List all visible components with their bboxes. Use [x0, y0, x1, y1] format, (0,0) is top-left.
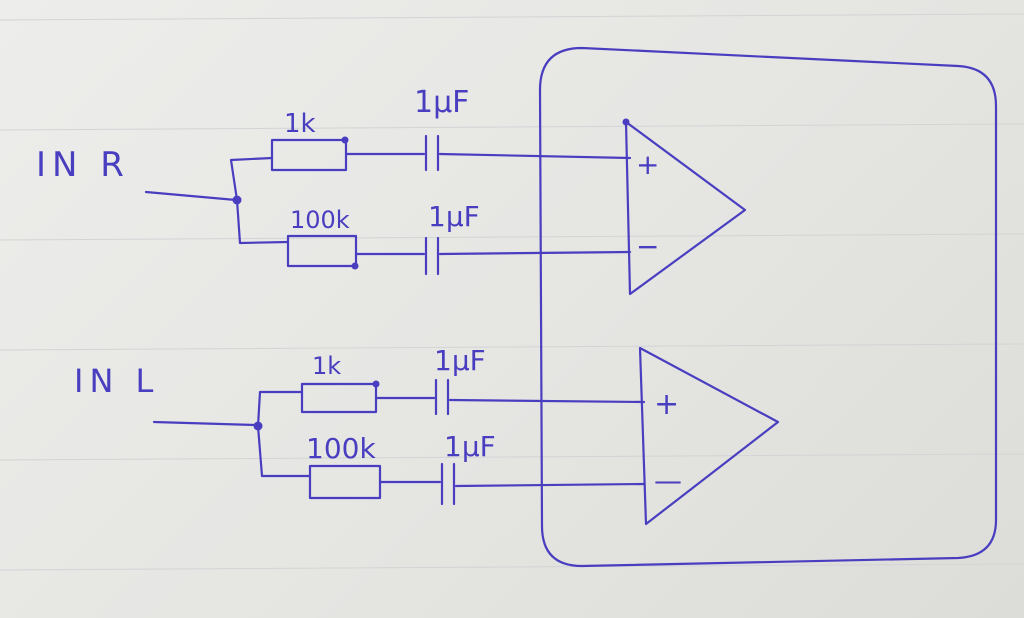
l-bottom-resistor: [308, 464, 382, 500]
r-top-cap-label: 1μF: [414, 85, 469, 120]
r-bottom-resistor-label: 100k: [290, 206, 350, 234]
r-bottom-resistor: [286, 234, 358, 268]
r-top-resistor-label: 1k: [284, 109, 316, 139]
r-opamp-pin: [622, 118, 630, 126]
r-opamp-triangle: [624, 120, 747, 296]
in-r-split-down: [235, 198, 290, 245]
in-r-wire: [144, 190, 238, 202]
l-opamp-plus: +: [654, 387, 679, 422]
in-l-split-up: [256, 390, 304, 428]
l-top-resistor: [300, 382, 378, 414]
r-bottom-wire-b: [438, 250, 632, 256]
l-bottom-resistor-label: 100k: [306, 432, 376, 465]
l-top-cap-label: 1μF: [434, 344, 486, 377]
l-top-resistor-label: 1k: [312, 352, 341, 380]
r-opamp-plus: +: [636, 148, 659, 181]
in-l-split-down: [256, 424, 312, 478]
r-top-resistor: [270, 138, 348, 172]
r-top-wire-b: [438, 152, 632, 160]
right-channel: IN R 1k 1μF 100k 1μF + −: [36, 85, 747, 296]
l-top-wire-b: [448, 398, 646, 404]
ruled-lines: [0, 13, 1024, 571]
in-l-label: IN L: [74, 362, 159, 400]
in-l-wire: [152, 420, 258, 427]
l-opamp-triangle: [638, 346, 780, 526]
l-top-resistor-pin: [372, 380, 380, 388]
in-r-split-up: [229, 156, 274, 202]
l-opamp-minus: —: [654, 464, 682, 497]
r-bottom-cap-label: 1μF: [428, 200, 480, 233]
in-r-label: IN R: [36, 145, 130, 185]
l-bottom-wire-b: [454, 482, 646, 488]
r-opamp-minus: −: [636, 230, 659, 263]
ic-package-outline: [538, 46, 998, 568]
r-top-resistor-pin: [341, 136, 349, 144]
r-bottom-resistor-pin: [351, 262, 359, 270]
left-channel: IN L 1k 1μF 100k 1μF + —: [74, 344, 780, 526]
l-bottom-cap-label: 1μF: [444, 430, 496, 463]
